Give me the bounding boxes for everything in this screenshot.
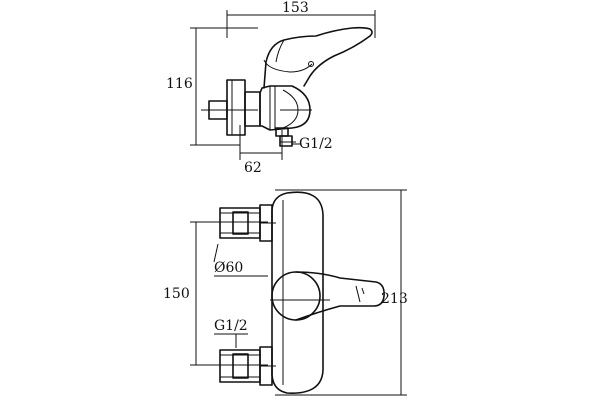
- height-dimension: 116: [166, 27, 258, 146]
- mixer-body-front: [271, 191, 324, 394]
- lever-handle-top: [263, 26, 373, 89]
- lever-handle-front: [270, 271, 385, 321]
- spacing-dimension: 150: [163, 221, 268, 366]
- depth-dimension: 62: [239, 125, 283, 176]
- front-view: 213 150 Ø60: [163, 189, 408, 396]
- diameter-callout: Ø60: [213, 243, 268, 277]
- width-dimension-label: 153: [282, 0, 309, 16]
- mixer-body-top: [259, 85, 312, 131]
- top-view: 153 116 62: [166, 0, 376, 176]
- thread-label-top: G1/2: [299, 136, 333, 152]
- thread-label-front: G1/2: [214, 318, 248, 334]
- width-dimension: 153: [226, 0, 376, 38]
- height-dimension-label: 116: [166, 76, 193, 92]
- thread-callout-front: G1/2: [214, 318, 248, 348]
- lower-connector: [219, 346, 276, 386]
- connector-nut: [244, 91, 261, 127]
- total-height-label: 213: [381, 291, 408, 307]
- total-height-dimension: 213: [275, 189, 408, 396]
- outlet-top: [275, 127, 296, 147]
- upper-connector: [219, 204, 276, 242]
- diameter-label: Ø60: [214, 260, 243, 276]
- depth-dimension-label: 62: [244, 160, 262, 176]
- wall-flange: [226, 79, 246, 136]
- thread-callout-top: G1/2: [292, 136, 333, 152]
- spacing-label: 150: [163, 286, 190, 302]
